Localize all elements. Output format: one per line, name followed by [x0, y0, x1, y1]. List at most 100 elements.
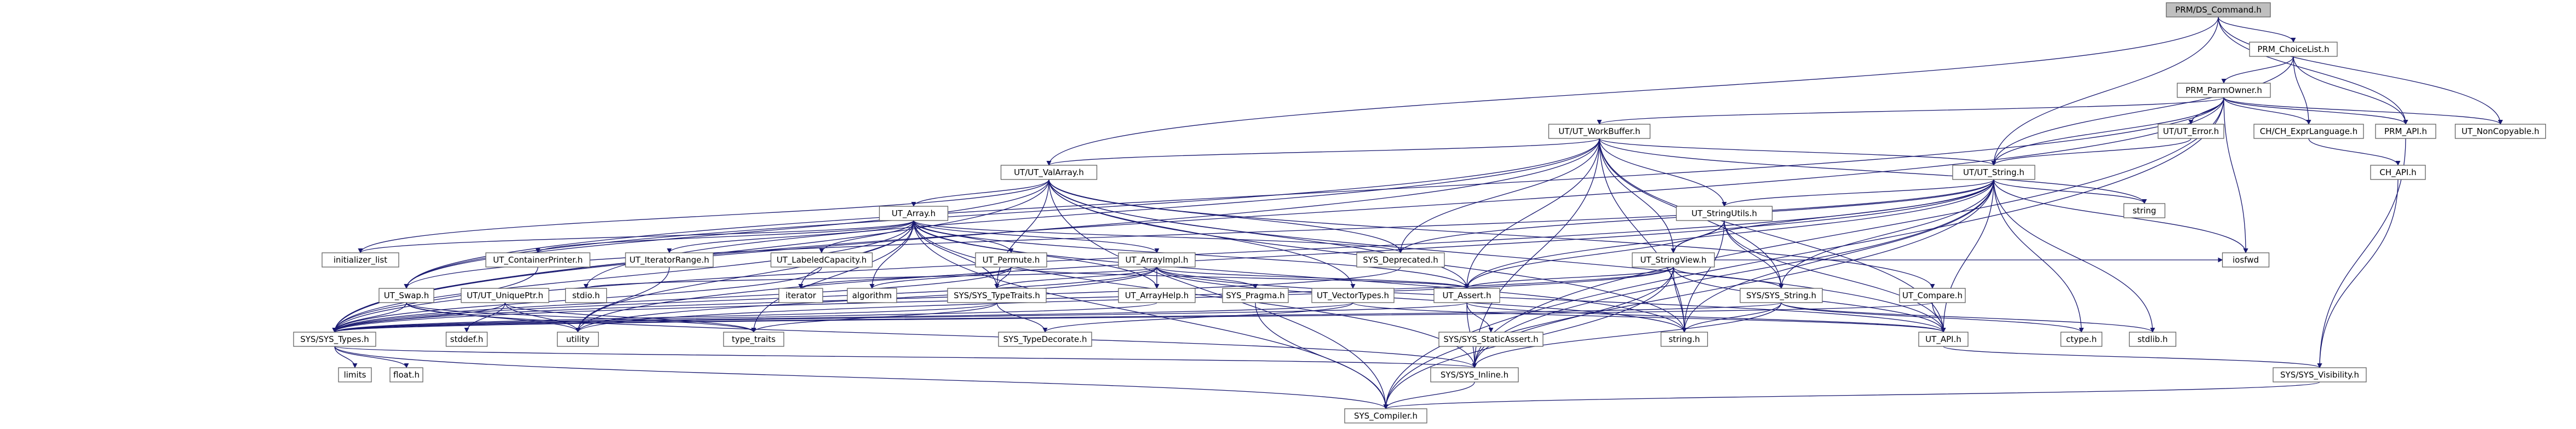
edge-UT_Array-to-initializer_list — [358, 220, 914, 253]
node-label: CH_API.h — [2379, 167, 2416, 178]
edge-UT_Array-to-UT_ContainerPrinter — [535, 220, 914, 253]
node-ut-stringview[interactable]: UT_StringView.h — [1632, 252, 1715, 268]
node-ut-stringutils[interactable]: UT_StringUtils.h — [1676, 206, 1773, 221]
node-ut-error[interactable]: UT/UT_Error.h — [2158, 124, 2224, 139]
node-box — [389, 367, 423, 382]
edge-SYS_String-to-string_h — [1682, 302, 1782, 333]
node-stdio[interactable]: stdio.h — [565, 288, 607, 303]
node-label: UT/UT_ValArray.h — [1014, 167, 1084, 178]
node-label: type_traits — [732, 334, 776, 345]
node-ut-workbuffer[interactable]: UT/UT_WorkBuffer.h — [1548, 124, 1651, 139]
node-label: UT_Compare.h — [1902, 291, 1963, 301]
node-sys-visibility[interactable]: SYS/SYS_Visibility.h — [2273, 367, 2367, 382]
edge-UT_String-to-SYS_Inline — [1472, 179, 1994, 368]
node-label: SYS/SYS_String.h — [1746, 291, 1816, 301]
node-stdlib[interactable]: stdlib.h — [2129, 332, 2177, 347]
node-utility[interactable]: utility — [556, 332, 599, 347]
node-label: UT_VectorTypes.h — [1317, 291, 1389, 301]
node-ut-noncopyable[interactable]: UT_NonCopyable.h — [2454, 124, 2546, 139]
edge-UT_String-to-stdlib — [1993, 179, 2155, 333]
node-sys-compiler[interactable]: SYS_Compiler.h — [1344, 408, 1427, 424]
nodes-layer: PRM/DS_Command.hPRM_ChoiceList.hPRM_Parm… — [293, 2, 2546, 424]
edge-UT_Swap-to-SYS_Types — [332, 302, 407, 333]
node-ut-uniqueptr[interactable]: UT/UT_UniquePtr.h — [461, 288, 549, 303]
node-label: UT/UT_Error.h — [2163, 126, 2219, 137]
node-sys-typedecorate[interactable]: SYS_TypeDecorate.h — [998, 332, 1092, 347]
node-ut-string[interactable]: UT/UT_String.h — [1952, 165, 2035, 180]
node-label: UT_NonCopyable.h — [2462, 126, 2539, 137]
edge-SYS_TypeTraits-to-SYS_Types — [332, 302, 997, 333]
edge-PRM_ParmOwner-to-UT_Error — [2188, 97, 2224, 125]
edge-SYS_String-to-ctype — [1781, 302, 2084, 333]
node-ut-valarray[interactable]: UT/UT_ValArray.h — [1000, 165, 1098, 180]
edge-UT_Permute-to-UT_Assert — [1011, 266, 1470, 289]
node-ut-arrayhelp[interactable]: UT_ArrayHelp.h — [1118, 288, 1196, 303]
node-ut-api[interactable]: UT_API.h — [1918, 332, 1969, 347]
node-string[interactable]: string — [2123, 203, 2166, 218]
edge-SYS_Types-to-float — [334, 346, 409, 368]
node-ut-swap[interactable]: UT_Swap.h — [378, 288, 434, 303]
node-box — [2166, 2, 2271, 18]
node-box — [1548, 124, 1651, 139]
edge-UT_String-to-string — [1993, 179, 2147, 204]
node-ut-permute[interactable]: UT_Permute.h — [975, 252, 1047, 268]
edge-PRM_Command-to-UT_NonCopyable — [2218, 16, 2503, 125]
node-label: UT_StringView.h — [1640, 255, 1707, 265]
node-algorithm[interactable]: algorithm — [847, 288, 897, 303]
node-iterator[interactable]: iterator — [778, 288, 823, 303]
node-box — [445, 332, 488, 347]
node-box — [338, 367, 372, 382]
node-label: SYS/SYS_StaticAssert.h — [1443, 334, 1538, 345]
node-sys-string[interactable]: SYS/SYS_String.h — [1740, 288, 1823, 303]
node-ch-exprlanguage[interactable]: CH/CH_ExprLanguage.h — [2253, 124, 2364, 139]
node-ut-compare[interactable]: UT_Compare.h — [1899, 288, 1966, 303]
edge-PRM_Command-to-PRM_ChoiceList — [2218, 16, 2296, 43]
edge-PRM_ChoiceList-to-PRM_API — [2293, 56, 2408, 125]
edge-PRM_Command-to-PRM_API — [2218, 16, 2408, 125]
node-label: string — [2132, 206, 2156, 216]
node-ut-vectortypes[interactable]: UT_VectorTypes.h — [1311, 288, 1395, 303]
node-sys-staticassert[interactable]: SYS/SYS_StaticAssert.h — [1438, 332, 1544, 347]
edge-UT_Assert-to-UT_API — [1466, 302, 1946, 333]
edge-SYS_Visibility-to-SYS_Compiler — [1384, 381, 2320, 409]
node-ut-iteratorrange[interactable]: UT_IteratorRange.h — [625, 252, 714, 268]
node-ut-assert[interactable]: UT_Assert.h — [1433, 288, 1500, 303]
edge-UT_String-to-UT_StringUtils — [1722, 179, 1994, 207]
node-box — [947, 288, 1047, 303]
edge-PRM_ParmOwner-to-UT_Swap — [404, 97, 2224, 289]
node-box — [879, 206, 949, 221]
node-ctype[interactable]: ctype.h — [2060, 332, 2103, 347]
node-label: UT_LabeledCapacity.h — [777, 255, 867, 265]
edge-UT_ArrayImpl-to-string_h — [1156, 266, 1687, 333]
edge-UT_ArrayImpl-to-stdio — [583, 266, 1157, 289]
node-string-h[interactable]: string.h — [1660, 332, 1708, 347]
node-iosfwd[interactable]: iosfwd — [2222, 252, 2270, 268]
node-prm-api[interactable]: PRM_API.h — [2375, 124, 2436, 139]
node-sys-types[interactable]: SYS/SYS_Types.h — [293, 332, 376, 347]
edge-UT_ArrayHelp-to-SYS_Types — [332, 302, 1157, 333]
node-ut-arrayimpl[interactable]: UT_ArrayImpl.h — [1118, 252, 1196, 268]
node-float[interactable]: float.h — [389, 367, 423, 382]
node-ut-containerprinter[interactable]: UT_ContainerPrinter.h — [485, 252, 590, 268]
node-limits[interactable]: limits — [338, 367, 372, 382]
node-label: SYS/SYS_Visibility.h — [2280, 370, 2359, 380]
node-ut-array[interactable]: UT_Array.h — [879, 206, 949, 221]
node-sys-pragma[interactable]: SYS_Pragma.h — [1222, 288, 1289, 303]
node-prm-parmowner[interactable]: PRM_ParmOwner.h — [2177, 83, 2271, 98]
node-stddef[interactable]: stddef.h — [445, 332, 488, 347]
node-sys-inline[interactable]: SYS/SYS_Inline.h — [1430, 367, 1519, 382]
node-ut-labeledcapacity[interactable]: UT_LabeledCapacity.h — [770, 252, 873, 268]
node-sys-typetraits[interactable]: SYS/SYS_TypeTraits.h — [947, 288, 1047, 303]
node-sys-deprecated[interactable]: SYS_Deprecated.h — [1356, 252, 1445, 268]
edge-SYS_Types-to-SYS_Inline — [334, 346, 1477, 368]
node-initializer-list[interactable]: initializer_list — [322, 252, 399, 268]
node-label: PRM/DS_Command.h — [2175, 5, 2261, 15]
node-prm-choicelist[interactable]: PRM_ChoiceList.h — [2249, 42, 2338, 57]
edge-PRM_ChoiceList-to-PRM_ParmOwner — [2221, 56, 2294, 84]
node-prm-command[interactable]: PRM/DS_Command.h — [2166, 2, 2271, 18]
node-type-traits[interactable]: type_traits — [723, 332, 784, 347]
node-ch-api[interactable]: CH_API.h — [2370, 165, 2426, 180]
node-box — [378, 288, 434, 303]
node-box — [1118, 288, 1196, 303]
node-label: iosfwd — [2233, 255, 2259, 265]
